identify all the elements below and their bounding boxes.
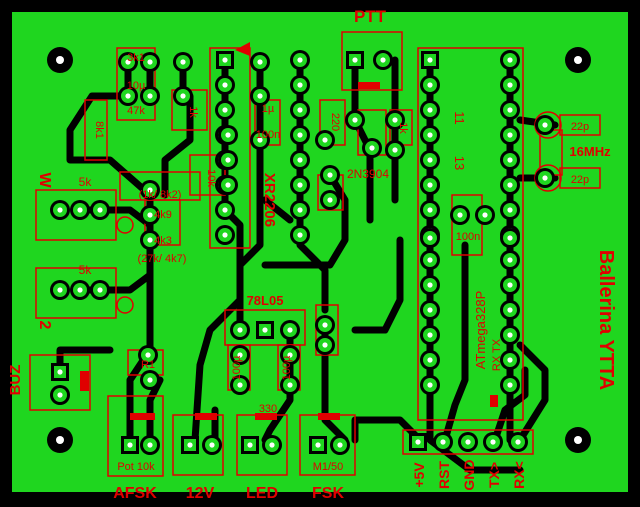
res-1k: 1k (187, 106, 199, 118)
res-3k1: 3k1 (127, 52, 145, 64)
pot-5k-a: 5k (79, 175, 93, 189)
ptt-label: PTT (354, 7, 387, 26)
note-b: (27k/ 4k7) (138, 253, 187, 265)
cap-1u: 1µ (262, 103, 275, 115)
regulator-label: 78L05 (247, 293, 284, 308)
copper-pour (12, 12, 628, 492)
serial-rx-label: RX< (511, 461, 527, 489)
serial-tx-label: TX> (486, 462, 502, 488)
res-4k3: 4k3 (154, 235, 172, 247)
mounting-holes (47, 47, 591, 453)
board-title: Ballerina YTTA (595, 250, 617, 390)
note-a: (1k/ 8k2) (139, 189, 182, 201)
pads (50, 50, 555, 455)
pin-13-label: 13 (452, 156, 467, 170)
afsk-label: AFSK (113, 485, 157, 502)
res-8k1: 8k1 (93, 121, 105, 139)
switch-w-label: W (36, 172, 53, 188)
cap-22p-b: 22p (571, 174, 589, 186)
serial-rst-label: RST (436, 461, 452, 489)
atmega-label: ATmega328P (473, 291, 488, 370)
switch-2-label: 2 (36, 321, 53, 330)
transistor-label: 2N3904 (347, 167, 389, 181)
res-330: 330 (259, 403, 277, 415)
pin-11-label: 11 (452, 111, 467, 125)
res-r1: R1 (141, 359, 155, 371)
serial-5v-label: +5V (411, 462, 427, 488)
res-47k: 47k (127, 105, 145, 117)
cap-100n-b: 100n (456, 231, 480, 243)
cap-22p-a: 22p (571, 121, 589, 133)
cap-10u: 10µ (127, 80, 146, 92)
pot-10k-label: Pot 10k (117, 461, 155, 473)
serial-gnd-label: GND (461, 459, 477, 490)
cap-100u-b: 100µ (281, 355, 293, 380)
labels: PTT AFSK 12V LED FSK BUZ +5V RST GND TX>… (7, 7, 617, 502)
xr2206-label: XR2206 (261, 173, 278, 227)
cap-100u-a: 100µ (231, 355, 243, 380)
pot-5k-b: 5k (79, 263, 93, 277)
res-220: 220 (329, 113, 341, 131)
12v-label: 12V (186, 485, 215, 502)
m1-label: M1/50 (313, 461, 344, 473)
fsk-label: FSK (312, 485, 344, 502)
silkscreen-marks (80, 42, 498, 420)
res-1k-b: 1k (397, 122, 409, 134)
cap-100n: 100n (256, 129, 280, 141)
buz-label: BUZ (7, 365, 24, 396)
atmega-pins-label: RX TX (491, 338, 503, 371)
res-10k: 10k (205, 169, 217, 187)
res-4k9: 4k9 (154, 209, 172, 221)
led-label: LED (246, 485, 278, 502)
crystal-label: 16MHz (569, 144, 611, 159)
